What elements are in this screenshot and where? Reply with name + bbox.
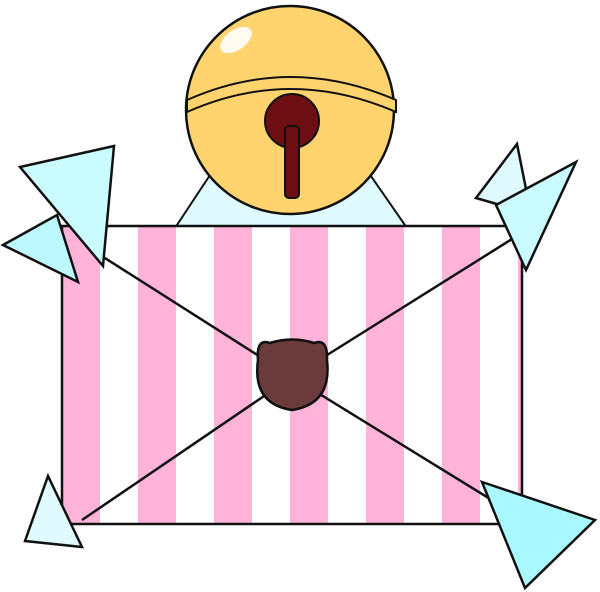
corner-triangle-bottom-left	[23, 472, 85, 549]
cat-head-icon	[255, 338, 329, 412]
corner-triangle-top-right	[473, 141, 579, 273]
corner-triangle-top-left	[0, 144, 116, 285]
corner-triangle-bottom-right	[479, 479, 598, 591]
bell-icon	[184, 4, 397, 216]
